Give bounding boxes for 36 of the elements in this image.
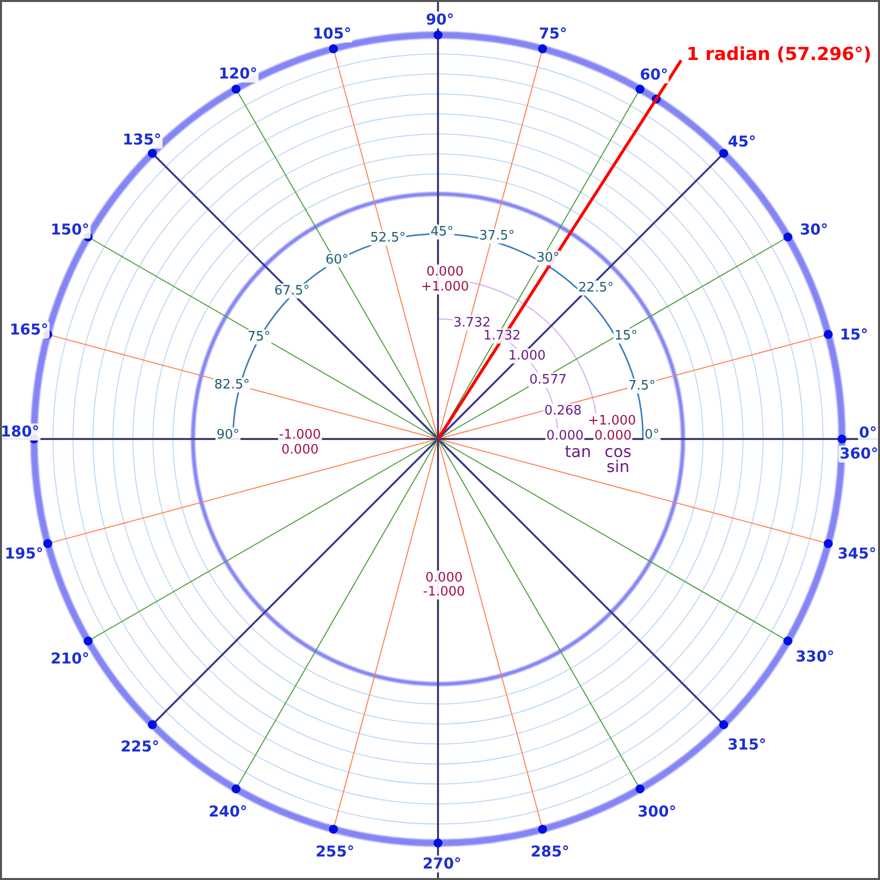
- value-label: 0.577: [528, 372, 568, 388]
- value-label: 0.000: [425, 264, 465, 280]
- angle-label: 22.5°: [577, 280, 615, 296]
- value-label: 3.732: [452, 316, 492, 330]
- angle-label: 67.5°: [273, 284, 311, 298]
- angle-label: 270°: [422, 856, 462, 872]
- angle-label: 90°: [424, 12, 456, 28]
- angle-label: 75°: [246, 330, 272, 344]
- value-label: 0.000: [424, 570, 464, 586]
- angle-label: 45°: [429, 224, 455, 240]
- angle-label: 0°: [644, 428, 660, 442]
- value-label: 0.268: [543, 404, 583, 418]
- angle-label: 150°: [50, 222, 90, 238]
- angle-label: 37.5°: [478, 228, 516, 244]
- angle-label: 120°: [218, 66, 258, 82]
- angle-label: 82.5°: [213, 378, 251, 392]
- value-label: 1.732: [482, 328, 522, 344]
- angle-label: 165°: [8, 322, 50, 338]
- value-label: -1.000: [422, 584, 466, 600]
- value-label: -1.000: [278, 428, 322, 442]
- angle-label: 15°: [613, 328, 639, 344]
- value-label: +1.000: [586, 414, 638, 428]
- angle-label: 0°: [858, 424, 878, 442]
- angle-label: 52.5°: [369, 230, 407, 246]
- angle-label: 135°: [122, 132, 162, 148]
- angle-label: 90°: [215, 428, 241, 442]
- angle-label: 30°: [535, 250, 561, 266]
- value-label: 1.000: [507, 348, 547, 364]
- angle-label: 105°: [312, 26, 352, 42]
- angle-label: 180°: [2, 424, 40, 440]
- value-label: +1.000: [420, 280, 470, 294]
- angle-label: 60°: [638, 66, 670, 84]
- angle-label: 360°: [838, 446, 878, 462]
- angle-label: 60°: [324, 252, 350, 268]
- angle-label: 7.5°: [627, 378, 657, 394]
- radian-label: 1 radian (57.296°): [686, 45, 872, 65]
